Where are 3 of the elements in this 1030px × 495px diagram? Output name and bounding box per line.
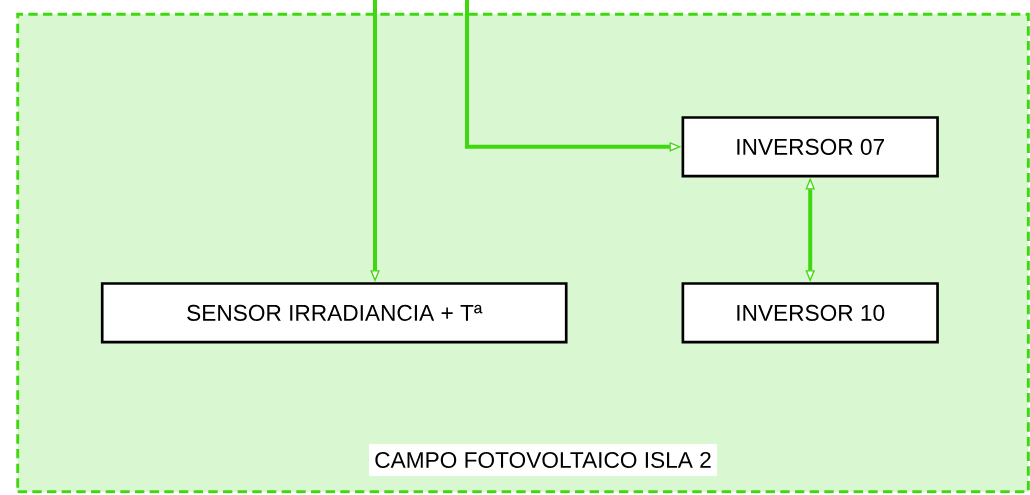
device-box: INVERSOR 10 <box>681 282 939 344</box>
device-box: SENSOR IRRADIANCIA + Tª <box>100 282 568 344</box>
device-box: INVERSOR 07 <box>681 116 939 178</box>
